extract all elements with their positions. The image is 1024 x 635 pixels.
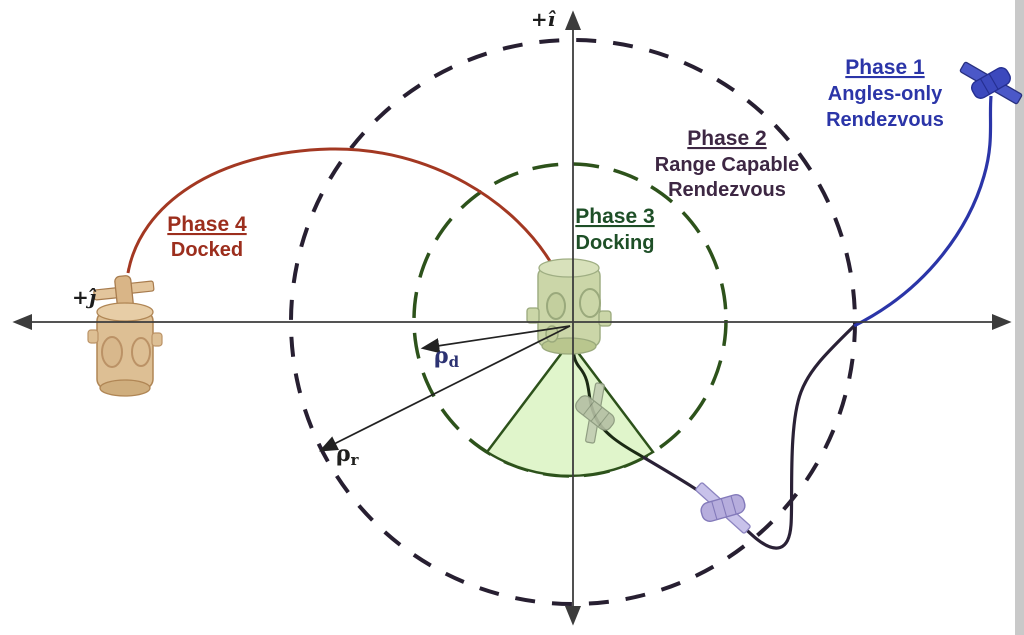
phase2-line1: Range Capable xyxy=(655,154,799,176)
phase3-label: Phase 3 Docking xyxy=(575,205,654,254)
vertical-axis-label: +î xyxy=(531,7,557,31)
range-radius-label: ρr xyxy=(336,441,360,469)
phase1-label: Phase 1 Angles-only Rendezvous xyxy=(826,56,944,131)
phase1-line2: Rendezvous xyxy=(826,109,944,131)
docking-radius-label: ρd xyxy=(434,343,460,371)
phase3-title: Phase 3 xyxy=(575,205,654,228)
lavender-chaser-satellite-icon xyxy=(695,482,751,534)
docked-stack-icon xyxy=(87,275,163,397)
phase3-line1: Docking xyxy=(576,232,655,254)
sensor-cone xyxy=(485,339,655,478)
phase4-line1: Docked xyxy=(171,239,243,261)
cone-chaser-satellite-icon xyxy=(575,382,615,444)
edge-artifact-strip xyxy=(1015,0,1024,635)
range-radius-arrow xyxy=(318,325,571,452)
blue-chaser-satellite-icon xyxy=(959,61,1023,105)
horizontal-axis-label: +ĵ xyxy=(72,285,97,309)
phase4-title: Phase 4 xyxy=(167,213,247,236)
docking-radius-arrow xyxy=(420,325,571,354)
phase1-line1: Angles-only xyxy=(828,83,943,105)
phase2-label: Phase 2 Range Capable Rendezvous xyxy=(655,127,799,201)
phase4-trajectory xyxy=(126,147,556,274)
target-spacecraft-icon xyxy=(526,258,612,355)
phase1-title: Phase 1 xyxy=(845,56,925,79)
phase2-line2: Rendezvous xyxy=(668,179,786,201)
lvlh-axes xyxy=(12,10,1012,626)
phase4-label: Phase 4 Docked xyxy=(167,213,247,261)
phase1-trajectory xyxy=(853,95,993,328)
phase2-title: Phase 2 xyxy=(687,127,766,150)
